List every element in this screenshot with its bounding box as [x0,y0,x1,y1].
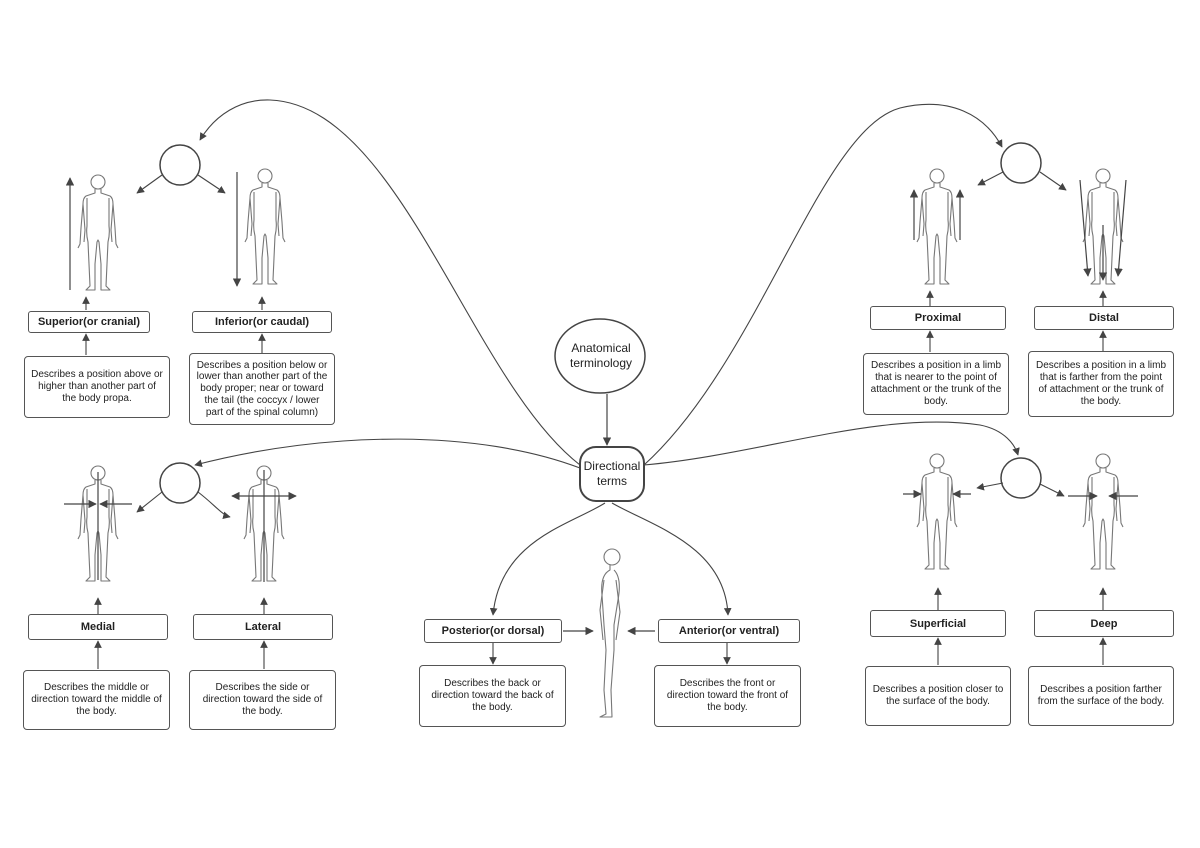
group-circle-proximal-distal [1000,142,1042,184]
inferior-body-figure [244,168,286,285]
medial-description: Describes the middle or direction toward… [23,670,170,730]
distal-description: Describes a position in a limb that is f… [1028,351,1174,417]
connector-superficial-deep [643,421,1020,466]
hub-node [579,446,645,502]
inferior-description: Describes a position below or lower than… [189,353,335,425]
deep-label: Deep [1034,610,1174,637]
connector-posterior [489,502,606,616]
distal-arrow-left [1079,179,1092,277]
side-view-body-figure [599,548,621,718]
superficial-label: Superficial [870,610,1006,637]
arrow-to-superficial-figure [976,482,1004,491]
superior-body-figure [77,174,119,291]
proximal-label: Proximal [870,306,1006,330]
arrow-to-proximal-figure [977,171,1004,186]
distal-label: Distal [1034,306,1174,330]
connector-proximal-distal [643,103,1003,466]
hub-node-label: Directional terms [583,459,641,488]
arrow-to-inferior-figure [197,174,226,194]
connector-superior-inferior [199,99,581,466]
proximal-description: Describes a position in a limb that is n… [863,353,1009,415]
deep-body-figure [1082,453,1124,570]
connector-medial-lateral [194,438,581,469]
superior-label: Superior(or cranial) [28,311,150,333]
group-circle-superficial-deep [1000,457,1042,499]
connector-anterior [611,502,732,616]
inferior-label: Inferior(or caudal) [192,311,332,333]
group-circle-superior-inferior [159,144,201,186]
arrow-to-lateral-figure [197,491,231,520]
medial-label: Medial [28,614,168,640]
deep-description: Describes a position farther from the su… [1028,666,1174,726]
root-node-label: Anatomical terminology [569,341,633,370]
arrow-to-distal-figure [1039,171,1067,191]
proximal-body-figure [916,168,958,285]
superficial-description: Describes a position closer to the surfa… [865,666,1011,726]
arrow-to-superior-figure [136,174,163,194]
anterior-label: Anterior(or ventral) [658,619,800,643]
lateral-description: Describes the side or direction toward t… [189,670,336,730]
lateral-label: Lateral [193,614,333,640]
posterior-description: Describes the back or direction toward t… [419,665,566,727]
anterior-description: Describes the front or direction toward … [654,665,801,727]
posterior-label: Posterior(or dorsal) [424,619,562,643]
root-node [554,318,646,394]
superior-description: Describes a position above or higher tha… [24,356,170,418]
group-circle-medial-lateral [159,462,201,504]
arrow-to-medial-figure [136,491,163,513]
distal-arrow-right [1114,179,1127,277]
superficial-body-figure [916,453,958,570]
arrow-to-deep-figure [1039,483,1065,497]
